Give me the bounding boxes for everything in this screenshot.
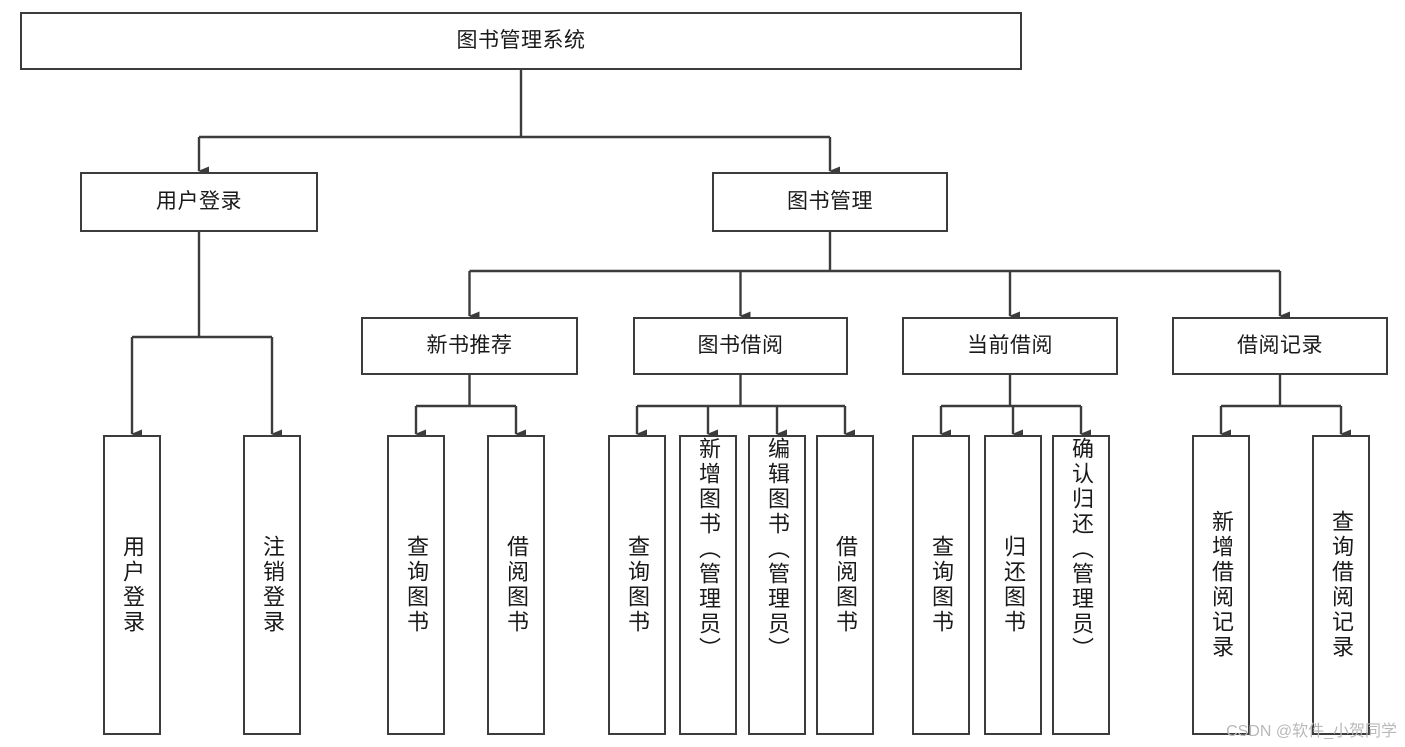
node-current-return-book[interactable]: 归还图书 (984, 435, 1042, 735)
node-label: 当前借阅 (967, 333, 1053, 357)
node-borrow-record[interactable]: 借阅记录 (1172, 317, 1388, 375)
node-borrow-borrow-book[interactable]: 借阅图书 (816, 435, 874, 735)
node-user-login[interactable]: 用户登录 (80, 172, 318, 232)
node-label: 查询图书 (625, 535, 650, 635)
node-root[interactable]: 图书管理系统 (20, 12, 1022, 70)
node-label: 注销登录 (260, 535, 285, 635)
node-label: 归还图书 (1001, 535, 1026, 635)
node-label: 查询借阅记录 (1329, 510, 1354, 660)
node-user-login-do[interactable]: 用户登录 (103, 435, 161, 735)
node-book-management[interactable]: 图书管理 (712, 172, 948, 232)
node-borrow-query-book[interactable]: 查询图书 (608, 435, 666, 735)
node-label: 查询图书 (929, 535, 954, 635)
node-label: 用户登录 (156, 189, 242, 213)
node-current-borrow[interactable]: 当前借阅 (902, 317, 1118, 375)
node-recommend-query-book[interactable]: 查询图书 (387, 435, 445, 735)
node-current-confirm-return[interactable]: 确认归还（管理员） (1052, 435, 1110, 735)
node-label: 借阅图书 (504, 535, 529, 635)
node-recommend-borrow-book[interactable]: 借阅图书 (487, 435, 545, 735)
node-label: 新增借阅记录 (1209, 510, 1234, 660)
node-borrow-add-book[interactable]: 新增图书（管理员） (679, 435, 737, 735)
node-label: 借阅记录 (1237, 333, 1323, 357)
node-label: 查询图书 (404, 535, 429, 635)
node-label: 图书借阅 (697, 333, 784, 357)
node-record-query[interactable]: 查询借阅记录 (1312, 435, 1370, 735)
node-current-query-book[interactable]: 查询图书 (912, 435, 970, 735)
node-label: 编辑图书（管理员） (765, 437, 790, 662)
node-new-book-recommend[interactable]: 新书推荐 (361, 317, 578, 375)
node-record-add[interactable]: 新增借阅记录 (1192, 435, 1250, 735)
node-label: 确认归还（管理员） (1069, 437, 1094, 662)
node-label: 图书管理 (787, 189, 873, 213)
node-user-logout[interactable]: 注销登录 (243, 435, 301, 735)
node-label: 借阅图书 (833, 535, 858, 635)
node-label: 图书管理系统 (456, 28, 586, 52)
node-label: 新增图书（管理员） (696, 437, 721, 662)
node-label: 新书推荐 (426, 333, 513, 357)
node-book-borrow[interactable]: 图书借阅 (633, 317, 848, 375)
node-label: 用户登录 (120, 535, 145, 635)
node-borrow-edit-book[interactable]: 编辑图书（管理员） (748, 435, 806, 735)
